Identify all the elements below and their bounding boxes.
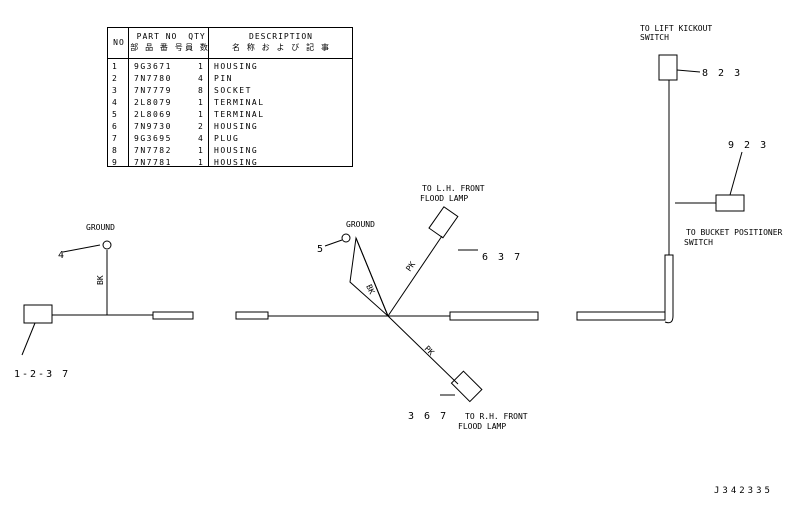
row-qty: 1 bbox=[198, 158, 205, 167]
table-row: 5 2L8069 1 TERMINAL bbox=[108, 109, 352, 121]
row-part-no: 7N7782 bbox=[134, 146, 172, 155]
callout-5: 5 bbox=[317, 244, 325, 255]
callout-637: 6 3 7 bbox=[482, 252, 522, 263]
wire-pk-lower bbox=[387, 315, 459, 385]
lh-lamp-label-1: TO L.H. FRONT bbox=[422, 184, 485, 193]
sleeve-right bbox=[576, 311, 666, 321]
connector-lh-lamp bbox=[428, 206, 459, 239]
row-part-no: 7N9730 bbox=[134, 122, 172, 131]
row-description: HOUSING bbox=[214, 122, 259, 131]
header-part-no-sub: 部 品 番 号 bbox=[130, 43, 184, 52]
row-no: 2 bbox=[112, 74, 119, 83]
row-no: 3 bbox=[112, 86, 119, 95]
connector-lift-kickout bbox=[658, 54, 678, 81]
row-qty: 4 bbox=[198, 74, 205, 83]
row-no: 6 bbox=[112, 122, 119, 131]
header-no: NO bbox=[113, 38, 125, 47]
row-qty: 1 bbox=[198, 98, 205, 107]
row-no: 4 bbox=[112, 98, 119, 107]
connector-left bbox=[23, 304, 53, 324]
bucket-positioner-label-2: SWITCH bbox=[684, 238, 713, 247]
sleeve-center-right bbox=[449, 311, 539, 321]
parts-table: NO PART NO 部 品 番 号 QTY 員 数 DESCRIPTION 名… bbox=[107, 27, 353, 167]
rh-lamp-label-2: FLOOD LAMP bbox=[458, 422, 506, 431]
wire-pk-upper bbox=[387, 235, 443, 317]
wire-pk-upper-label: PK bbox=[404, 260, 417, 273]
wire-bk-center-label: BK bbox=[364, 283, 376, 296]
ground-terminal-center bbox=[341, 233, 351, 243]
row-description: PIN bbox=[214, 74, 233, 83]
row-no: 1 bbox=[112, 62, 119, 71]
callout-4: 4 bbox=[58, 250, 66, 261]
header-qty-sub: 員 数 bbox=[185, 43, 209, 52]
callout-923: 9 2 3 bbox=[728, 140, 768, 151]
row-part-no: 7N7781 bbox=[134, 158, 172, 167]
row-qty: 1 bbox=[198, 146, 205, 155]
bucket-positioner-label-1: TO BUCKET POSITIONER bbox=[686, 228, 783, 237]
drawing-code: J342335 bbox=[714, 486, 773, 496]
table-row: 1 9G3671 1 HOUSING bbox=[108, 61, 352, 73]
connector-rh-lamp bbox=[450, 370, 483, 403]
table-row: 2 7N7780 4 PIN bbox=[108, 73, 352, 85]
lh-lamp-label-2: FLOOD LAMP bbox=[420, 194, 468, 203]
callout-367: 3 6 7 bbox=[408, 411, 448, 422]
row-qty: 2 bbox=[198, 122, 205, 131]
ground-label-left: GROUND bbox=[86, 223, 115, 232]
ground-label-center: GROUND bbox=[346, 220, 375, 229]
row-description: SOCKET bbox=[214, 86, 252, 95]
connector-bucket-positioner bbox=[715, 194, 745, 212]
table-row: 3 7N7779 8 SOCKET bbox=[108, 85, 352, 97]
row-description: HOUSING bbox=[214, 62, 259, 71]
row-no: 8 bbox=[112, 146, 119, 155]
header-description-sub: 名 称 お よ び 記 事 bbox=[232, 43, 330, 52]
ground-terminal-left bbox=[102, 240, 112, 250]
sleeve-center-left bbox=[235, 311, 269, 320]
row-qty: 1 bbox=[198, 62, 205, 71]
wire-pk-lower-label: PK bbox=[423, 344, 436, 357]
callout-1237: 1-2-3 7 bbox=[14, 369, 70, 380]
wire-bk-left-label: BK bbox=[96, 275, 105, 285]
row-description: PLUG bbox=[214, 134, 240, 143]
row-description: HOUSING bbox=[214, 158, 259, 167]
table-row: 7 9G3695 4 PLUG bbox=[108, 133, 352, 145]
row-no: 5 bbox=[112, 110, 119, 119]
row-description: TERMINAL bbox=[214, 98, 265, 107]
header-qty: QTY bbox=[188, 32, 206, 41]
lift-kickout-label-1: TO LIFT KICKOUT bbox=[640, 24, 712, 33]
row-part-no: 9G3695 bbox=[134, 134, 172, 143]
row-no: 7 bbox=[112, 134, 119, 143]
header-description: DESCRIPTION bbox=[249, 32, 313, 41]
row-qty: 4 bbox=[198, 134, 205, 143]
table-row: 9 7N7781 1 HOUSING bbox=[108, 157, 352, 169]
row-description: HOUSING bbox=[214, 146, 259, 155]
table-row: 4 2L8079 1 TERMINAL bbox=[108, 97, 352, 109]
table-row: 8 7N7782 1 HOUSING bbox=[108, 145, 352, 157]
table-header: NO PART NO 部 品 番 号 QTY 員 数 DESCRIPTION 名… bbox=[108, 28, 352, 59]
row-part-no: 9G3671 bbox=[134, 62, 172, 71]
row-description: TERMINAL bbox=[214, 110, 265, 119]
callout-823: 8 2 3 bbox=[702, 68, 742, 79]
row-qty: 8 bbox=[198, 86, 205, 95]
row-no: 9 bbox=[112, 158, 119, 167]
lift-kickout-label-2: SWITCH bbox=[640, 33, 669, 42]
row-part-no: 2L8069 bbox=[134, 110, 172, 119]
header-part-no: PART NO bbox=[136, 32, 178, 41]
rh-lamp-label-1: TO R.H. FRONT bbox=[465, 412, 528, 421]
row-part-no: 2L8079 bbox=[134, 98, 172, 107]
row-part-no: 7N7779 bbox=[134, 86, 172, 95]
ground-wire-center bbox=[349, 236, 389, 317]
sleeve-left bbox=[152, 311, 194, 320]
table-row: 6 7N9730 2 HOUSING bbox=[108, 121, 352, 133]
row-part-no: 7N7780 bbox=[134, 74, 172, 83]
row-qty: 1 bbox=[198, 110, 205, 119]
